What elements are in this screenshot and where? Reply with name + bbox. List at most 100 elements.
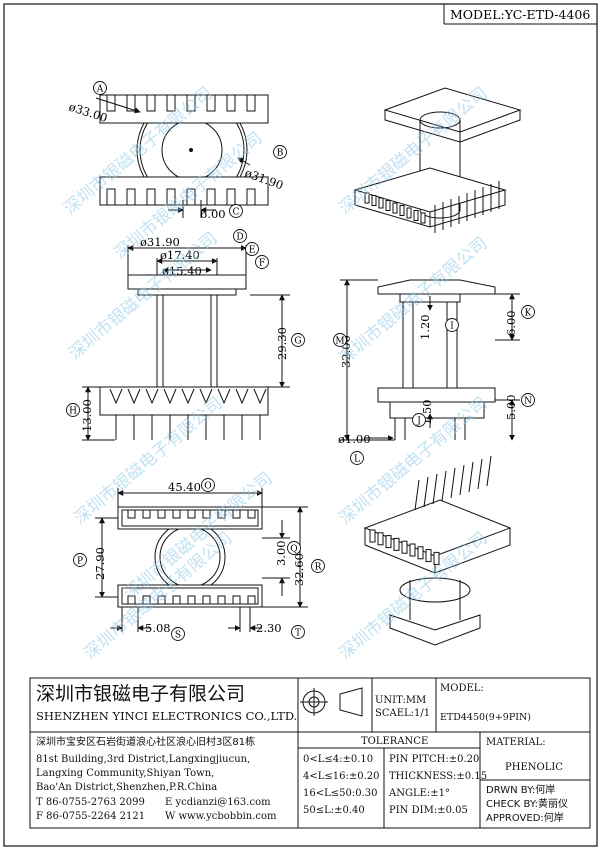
marker-label: C	[233, 208, 240, 218]
marker-g: G	[291, 333, 305, 347]
slot	[206, 94, 216, 112]
dim-l: ø1.00	[338, 432, 371, 446]
marker-b: B	[273, 145, 287, 159]
marker-label: N	[524, 397, 532, 407]
slot	[186, 188, 196, 206]
dim-n: 5.00	[504, 394, 518, 420]
dim-e: ø17.40	[160, 248, 200, 262]
marker-label: L	[354, 455, 360, 465]
marker-label: A	[96, 85, 104, 95]
marker-i: I	[445, 318, 459, 332]
title-block	[29, 677, 591, 829]
slot	[166, 94, 176, 112]
approved-by: APPROVED:何岸	[486, 813, 564, 824]
slot	[246, 94, 256, 112]
tolerance-spec: PIN PITCH:±0.20	[389, 754, 480, 765]
dim-q: 3.00	[274, 540, 288, 566]
marker-t: T	[291, 625, 305, 639]
marker-o: O	[201, 478, 215, 492]
marker-r: R	[311, 559, 325, 573]
model-header: MODEL:YC-ETD-4406	[450, 7, 590, 22]
tolerance-title: TOLERANCE	[361, 736, 429, 747]
tolerance-length: 50≤L:±0.40	[303, 805, 365, 816]
marker-a: A	[93, 81, 107, 95]
marker-label: R	[315, 563, 322, 573]
company-name-en: SHENZHEN YINCI ELECTRONICS CO.,LTD.	[36, 709, 298, 723]
model-label: MODEL:	[440, 683, 484, 694]
marker-j: J	[412, 413, 426, 427]
marker-label: M	[335, 337, 344, 347]
slot	[226, 188, 236, 206]
marker-label: T	[295, 629, 301, 639]
dim-k: 6.00	[504, 310, 518, 336]
phone: T 86-0755-2763 2099	[36, 797, 145, 808]
slot	[166, 188, 176, 206]
marker-d: D	[233, 229, 247, 243]
side-view	[340, 279, 520, 441]
slot	[106, 188, 116, 206]
tolerance-spec: PIN DIM:±0.05	[389, 805, 468, 816]
bottom-view	[95, 488, 308, 632]
marker-q: Q	[287, 541, 301, 555]
marker-label: H	[69, 407, 77, 417]
slot	[146, 94, 156, 112]
marker-label: K	[525, 309, 532, 319]
dim-c: 6.00	[200, 207, 226, 221]
scale-label: SCAEL:1/1	[375, 708, 431, 719]
tolerance-length: 16<L≤50:0.30	[303, 788, 378, 799]
tolerance-spec: THICKNESS:±0.15	[389, 771, 488, 782]
address-en-2: Langxing Community,Shiyan Town,	[36, 768, 215, 779]
marker-p: P	[73, 553, 87, 567]
dim-s: 5.08	[145, 621, 171, 635]
sheet-border	[3, 3, 598, 847]
marker-label: B	[277, 149, 284, 159]
dim-r: 32.60	[292, 553, 306, 586]
slot	[226, 94, 236, 112]
marker-s: S	[171, 627, 185, 641]
company-name-cn: 深圳市银磁电子有限公司	[36, 683, 246, 705]
marker-label: G	[294, 337, 301, 347]
marker-n: N	[521, 393, 535, 407]
marker-l: L	[350, 451, 364, 465]
tolerance-length: 4<L≤16:±0.20	[303, 771, 380, 782]
model-value: ETD4450(9+9PIN)	[440, 712, 531, 723]
tolerance-length: 0<L≤4:±0.10	[303, 754, 374, 765]
dim-p: 27.90	[93, 547, 107, 580]
marker-f: F	[255, 255, 269, 269]
marker-label: E	[249, 246, 256, 256]
website: W www.ycbobbin.com	[165, 811, 277, 822]
unit-label: UNIT:MM	[375, 695, 427, 706]
email: E ycdianzi@163.com	[165, 797, 271, 808]
marker-e: E	[245, 242, 259, 256]
front-view	[82, 245, 290, 441]
slot	[206, 188, 216, 206]
marker-h: H	[66, 403, 80, 417]
marker-label: Q	[290, 545, 297, 555]
address-cn: 深圳市宝安区石岩街道浪心社区浪心旧村3区81栋	[36, 737, 256, 748]
dim-t: 2.30	[256, 621, 282, 635]
top-view	[95, 94, 269, 218]
slot	[126, 188, 136, 206]
slot	[186, 94, 196, 112]
dim-i: 1.20	[418, 314, 432, 340]
dim-g: 29.30	[275, 327, 289, 360]
iso-view-top	[353, 87, 522, 233]
fax: F 86-0755-2264 2121	[36, 811, 146, 822]
dim-f: ø15.40	[162, 264, 202, 278]
drawn-by: DRWN BY:何岸	[486, 785, 556, 796]
marker-label: D	[236, 233, 243, 243]
marker-label: O	[204, 482, 211, 492]
marker-c: C	[229, 204, 243, 218]
marker-label: F	[259, 259, 265, 269]
dim-h: 13.00	[80, 399, 94, 432]
address-en-3: Bao'An District,Shenzhen,P.R.China	[36, 782, 218, 793]
material-value: PHENOLIC	[505, 762, 563, 773]
dim-o: 45.40	[168, 480, 201, 494]
marker-label: S	[175, 631, 181, 641]
iso-view-bottom	[363, 455, 512, 646]
material-label: MATERIAL:	[486, 737, 546, 748]
marker-label: J	[416, 417, 421, 427]
slot	[126, 94, 136, 112]
dimension-markers: A B C DEF G H I J K L M N O P Q R S T	[66, 81, 535, 641]
